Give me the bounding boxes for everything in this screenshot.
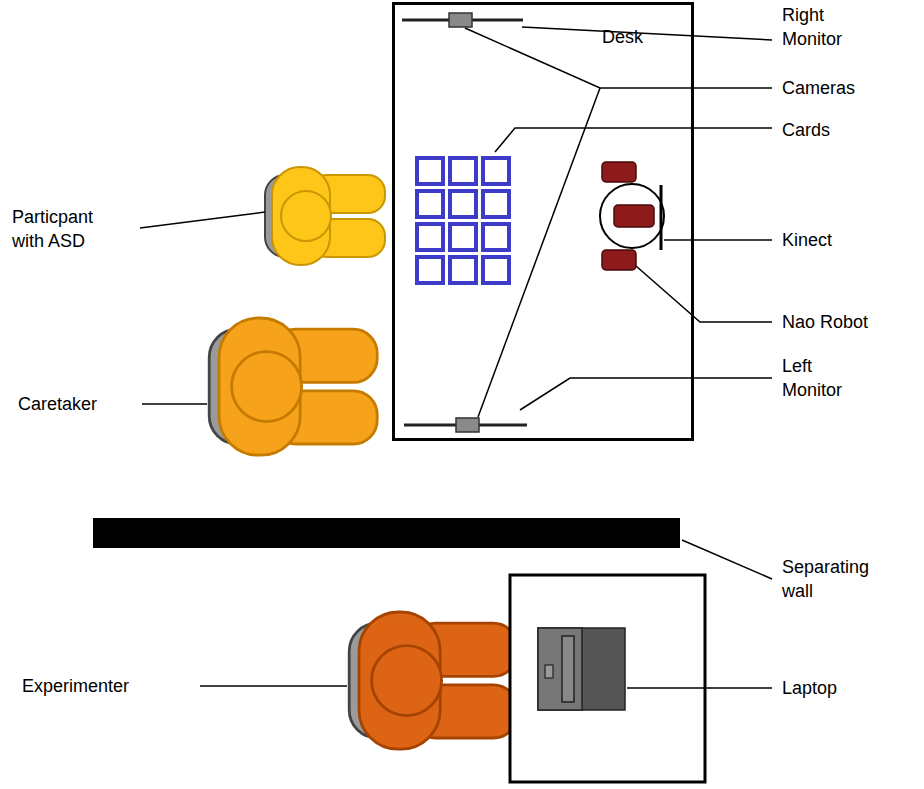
- cards: [417, 158, 509, 283]
- camera: [449, 13, 472, 27]
- desk-outline: Desk: [392, 2, 694, 441]
- callout-label: Kinect: [782, 228, 912, 252]
- callout-label: Right Monitor: [782, 3, 877, 51]
- caretaker-figure: [209, 318, 377, 455]
- callout-label: Experimenter: [22, 674, 192, 698]
- node-title: Desk: [602, 26, 643, 48]
- laptop: [538, 628, 625, 710]
- callout-label: Nao Robot: [782, 310, 912, 334]
- leader-lines: [140, 27, 772, 688]
- callout-label: Separating wall: [782, 555, 894, 603]
- callout-label: Left Monitor: [782, 354, 877, 402]
- callout-label: Cameras: [782, 76, 912, 100]
- kinect: [660, 185, 663, 250]
- callout-label: Particpant with ASD: [12, 205, 130, 253]
- camera: [456, 418, 479, 432]
- participant-figure: [265, 167, 385, 265]
- laptop-table: [510, 575, 705, 782]
- nao-robot: [600, 162, 664, 270]
- callout-label: Laptop: [782, 676, 912, 700]
- separating-wall: [93, 518, 680, 548]
- callout-label: Cards: [782, 118, 912, 142]
- experimenter-figure: [349, 612, 517, 749]
- callout-label: Caretaker: [18, 392, 138, 416]
